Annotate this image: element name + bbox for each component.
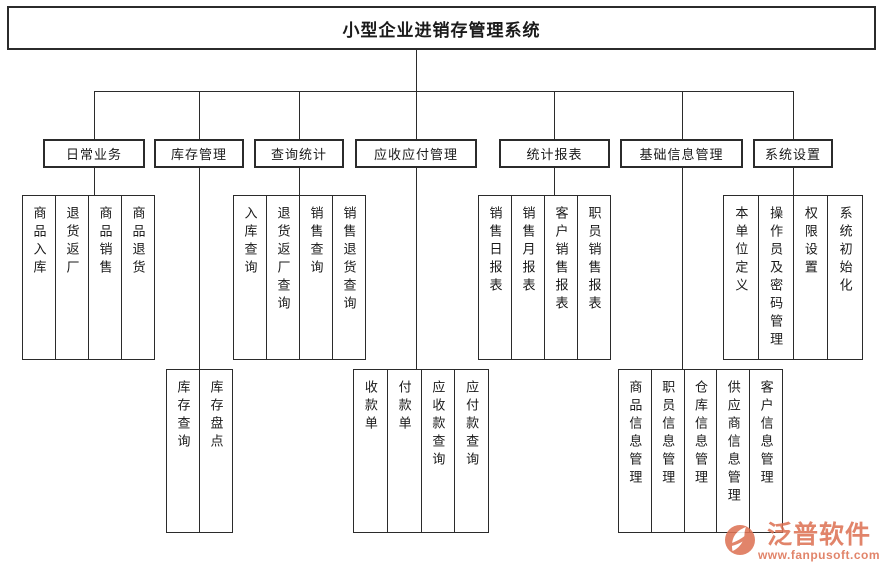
fanpu-logo-icon	[724, 524, 755, 555]
leaf-unit-definition: 本单位定义	[733, 206, 749, 296]
connector-drop	[94, 91, 95, 139]
leaf-row-ar-ap: 收款单 付款单 应收款查询 应付款查询	[353, 369, 489, 533]
branch-label: 系统设置	[764, 147, 821, 162]
leaf-row-basic-info: 商品信息管理 职员信息管理 仓库信息管理 供应商信息管理 客户信息管理	[618, 369, 783, 533]
connector-child	[416, 168, 417, 369]
connector-child	[793, 168, 794, 195]
leaf-sales-return-query: 销售退货查询	[332, 196, 365, 359]
connector-drop	[793, 91, 794, 139]
branch-label: 应收应付管理	[373, 147, 458, 162]
leaf-staff-sales-report: 职员销售报表	[577, 196, 610, 359]
leaf-return-factory: 退货返厂	[55, 196, 88, 359]
leaf-monthly-sales-report: 销售月报表	[511, 196, 544, 359]
leaf-return-query: 退货返厂查询	[266, 196, 299, 359]
connector-child	[94, 168, 95, 195]
branch-label: 查询统计	[270, 147, 327, 162]
leaf-product-info: 商品信息管理	[627, 380, 643, 488]
leaf-customer-sales-report: 客户销售报表	[544, 196, 577, 359]
branch-label: 日常业务	[65, 147, 122, 162]
leaf-payment-voucher: 付款单	[386, 370, 421, 532]
connector-child	[554, 168, 555, 195]
leaf-row-system-settings: 本单位定义 操作员及密码管理 权限设置 系统初始化	[723, 195, 863, 360]
leaf-goods-return: 商品退货	[121, 196, 154, 359]
leaf-receivable-query: 应收款查询	[420, 370, 455, 532]
leaf-operator-password: 操作员及密码管理	[757, 196, 793, 359]
connector-drop	[416, 91, 417, 139]
diagram-title: 小型企业进销存管理系统	[7, 6, 876, 50]
connector-drop	[299, 91, 300, 139]
leaf-payable-query: 应付款查询	[454, 370, 488, 532]
leaf-receipt-query: 入库查询	[242, 206, 258, 278]
connector-drop	[554, 91, 555, 139]
leaf-inventory-count: 库存盘点	[199, 370, 232, 532]
vendor-website: www.fanpusoft.com	[757, 548, 880, 562]
connector-child	[199, 168, 200, 369]
leaf-row-stat-reports: 销售日报表 销售月报表 客户销售报表 职员销售报表	[478, 195, 611, 360]
branch-inventory-mgmt: 库存管理	[154, 139, 244, 168]
branch-basic-info-mgmt: 基础信息管理	[620, 139, 743, 168]
branch-query-stats: 查询统计	[254, 139, 344, 168]
leaf-row-inventory: 库存查询 库存盘点	[166, 369, 233, 533]
connector-trunk	[416, 50, 417, 91]
connector-spine	[94, 91, 794, 92]
connector-drop	[199, 91, 200, 139]
branch-ar-ap-mgmt: 应收应付管理	[355, 139, 477, 168]
leaf-daily-sales-report: 销售日报表	[487, 206, 503, 296]
diagram-title-text: 小型企业进销存管理系统	[342, 20, 541, 40]
leaf-supplier-info: 供应商信息管理	[716, 370, 749, 532]
leaf-row-query-stats: 入库查询 退货返厂查询 销售查询 销售退货查询	[233, 195, 366, 360]
leaf-goods-receipt: 商品入库	[31, 206, 47, 278]
leaf-system-init: 系统初始化	[827, 196, 862, 359]
branch-label: 统计报表	[526, 147, 583, 162]
branch-stat-reports: 统计报表	[499, 139, 610, 168]
leaf-receipt-voucher: 收款单	[362, 380, 378, 434]
leaf-customer-info: 客户信息管理	[749, 370, 782, 532]
connector-drop	[682, 91, 683, 139]
vendor-name: 泛普软件	[766, 520, 871, 549]
leaf-staff-info: 职员信息管理	[650, 370, 684, 532]
vendor-watermark: 泛普软件 www.fanpusoft.com	[724, 520, 880, 562]
leaf-sales-query: 销售查询	[299, 196, 332, 359]
branch-system-settings: 系统设置	[753, 139, 833, 168]
branch-daily-business: 日常业务	[43, 139, 145, 168]
leaf-warehouse-info: 仓库信息管理	[683, 370, 717, 532]
branch-label: 基础信息管理	[639, 147, 724, 162]
connector-child	[299, 168, 300, 195]
leaf-inventory-query: 库存查询	[175, 380, 191, 452]
leaf-row-daily-business: 商品入库 退货返厂 商品销售 商品退货	[22, 195, 155, 360]
leaf-goods-sales: 商品销售	[88, 196, 121, 359]
branch-label: 库存管理	[170, 147, 227, 162]
connector-child	[682, 168, 683, 369]
leaf-permission-setup: 权限设置	[792, 196, 828, 359]
